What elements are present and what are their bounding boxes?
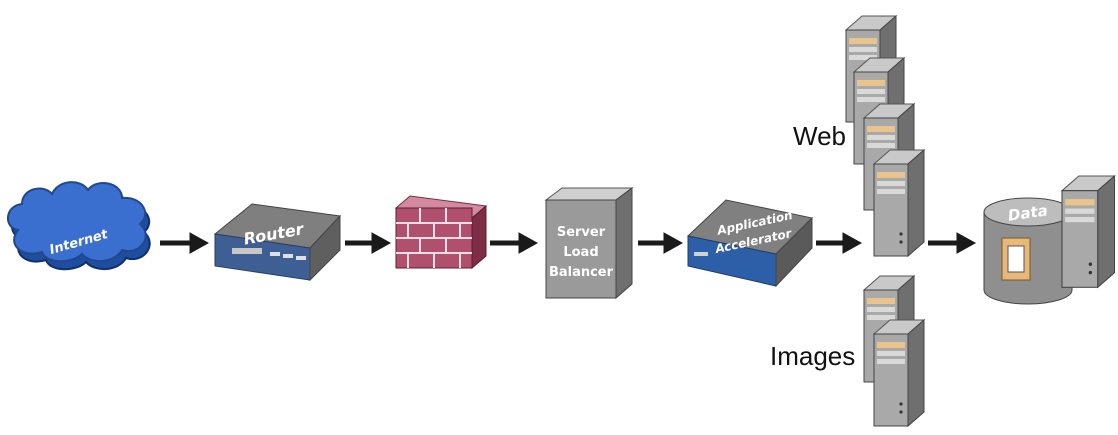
load-balancer-icon [544,187,634,300]
database-icon [983,197,1073,305]
data-store: Data [983,175,1116,305]
web-label: Web [793,121,846,151]
router: Router [213,203,342,282]
router-icon [213,203,342,282]
server-icon [873,319,925,427]
images-server-group: Images [770,275,925,427]
server-icon [873,149,925,257]
arrow-icon [345,232,392,254]
accelerator-icon [686,199,814,288]
slb-label-line1: Server [557,225,606,240]
arrow-icon [490,232,539,254]
internet-cloud: Internet [7,181,151,271]
web-server-group: Web [793,15,925,257]
arrow-icon [928,232,977,254]
arrow-icon [816,232,863,254]
arrow-icon [638,232,684,254]
server-load-balancer: Server Load Balancer [544,187,634,300]
data-label: Data [1007,201,1049,224]
application-accelerator: Application Accelerator [686,199,814,288]
firewall-icon [394,195,488,270]
flow-arrows [160,232,977,254]
slb-label-line3: Balancer [549,265,614,280]
firewall [394,195,488,270]
cloud-icon [7,181,151,271]
slb-label-line2: Load [563,245,598,260]
images-label: Images [770,341,855,371]
server-icon [1061,175,1116,288]
arrow-icon [160,232,210,254]
